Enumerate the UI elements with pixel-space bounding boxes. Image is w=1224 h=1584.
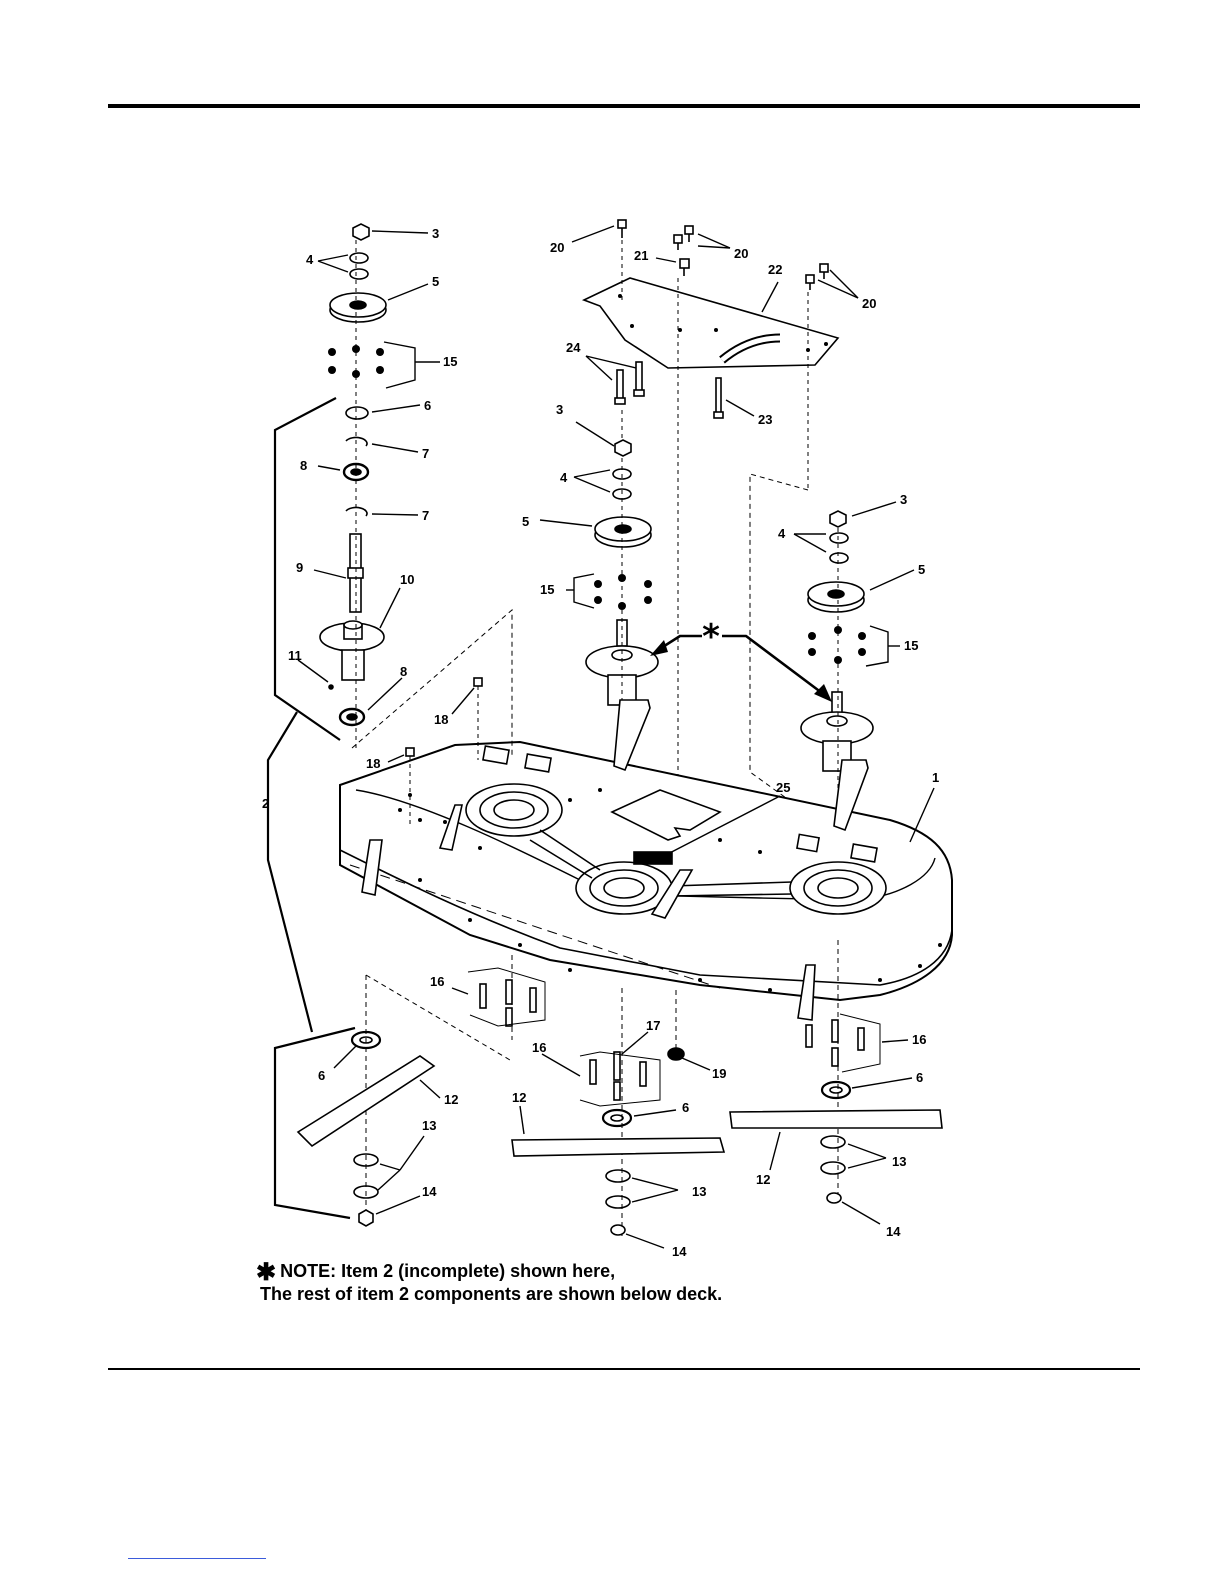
callout-label: 7: [422, 446, 429, 461]
callout-label: 19: [712, 1066, 726, 1081]
asterisk-icon: ✱: [256, 1259, 276, 1286]
callout-label: 12: [756, 1172, 770, 1187]
callout-label: 17: [646, 1018, 660, 1033]
callout-label: 13: [892, 1154, 906, 1169]
callout-label: 20: [734, 246, 748, 261]
callout-label: 2: [262, 796, 269, 811]
callout-label: 14: [422, 1184, 437, 1199]
callout-label: 8: [400, 664, 407, 679]
footer-rule: [108, 1368, 1140, 1370]
note-line-1: ✱NOTE: Item 2 (incomplete) shown here,: [256, 1258, 615, 1287]
callout-label: 15: [443, 354, 457, 369]
callout-label: 10: [400, 572, 414, 587]
callout-label: 9: [296, 560, 303, 575]
callout-label: 7: [422, 508, 429, 523]
callout-label: 13: [692, 1184, 706, 1199]
callout-label: 16: [532, 1040, 546, 1055]
callout-label: 16: [912, 1032, 926, 1047]
callout-label: 18: [434, 712, 448, 727]
callout-label: 21: [634, 248, 648, 263]
callout-label: 6: [682, 1100, 689, 1115]
callout-label: 23: [758, 412, 772, 427]
callout-label: 4: [306, 252, 314, 267]
callout-label: 6: [424, 398, 431, 413]
callout-label: 6: [318, 1068, 325, 1083]
callout-label: 6: [916, 1070, 923, 1085]
callout-label: 5: [522, 514, 529, 529]
callout-label: 15: [540, 582, 554, 597]
callout-label: 14: [672, 1244, 687, 1259]
callout-label: 18: [366, 756, 380, 771]
callout-label: 3: [556, 402, 563, 417]
callout-label: 12: [512, 1090, 526, 1105]
callout-label: 22: [768, 262, 782, 277]
callout-label: 13: [422, 1118, 436, 1133]
footer-link-underline[interactable]: [128, 1558, 266, 1559]
callout-label: 4: [560, 470, 568, 485]
callout-label: 8: [300, 458, 307, 473]
asterisk-marker: *: [702, 617, 720, 657]
note-text-1: NOTE: Item 2 (incomplete) shown here,: [280, 1261, 615, 1281]
note-line-2: The rest of item 2 components are shown …: [260, 1284, 722, 1305]
callout-label: 11: [288, 648, 302, 663]
callout-label: 24: [566, 340, 581, 355]
callout-label: 14: [886, 1224, 901, 1239]
callout-label: 1: [932, 770, 939, 785]
callout-label: 12: [444, 1092, 458, 1107]
callout-label: 25: [776, 780, 790, 795]
callout-label: 16: [430, 974, 444, 989]
callout-label: 15: [904, 638, 918, 653]
blade-hardware: [298, 968, 942, 1235]
callout-label: 4: [778, 526, 786, 541]
callout-label: 5: [918, 562, 925, 577]
callout-label: 3: [900, 492, 907, 507]
callout-label: 20: [862, 296, 876, 311]
callout-label: 5: [432, 274, 439, 289]
callout-label: 3: [432, 226, 439, 241]
callout-label: 20: [550, 240, 564, 255]
left-spindle-stack: [320, 224, 386, 750]
